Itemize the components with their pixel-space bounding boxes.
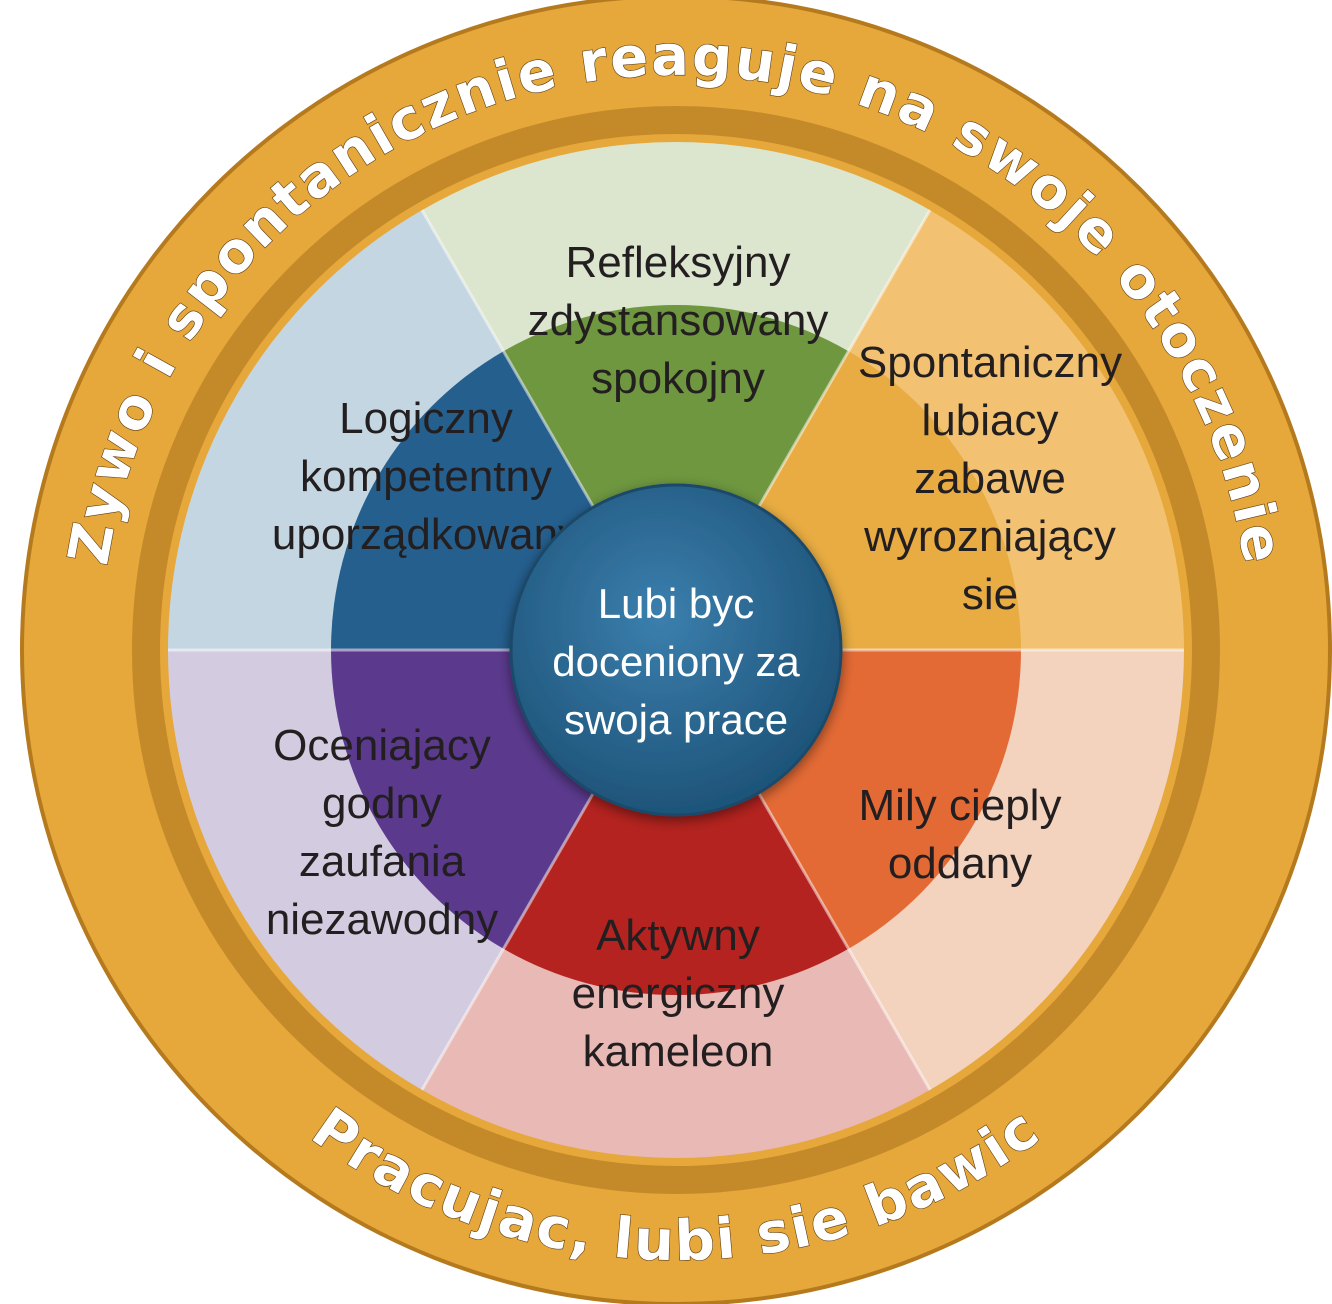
- outer-ring-inner-edge: [132, 106, 1220, 1194]
- segment-label-line: oddany: [888, 839, 1032, 888]
- center-label-line: Lubi byc: [598, 580, 754, 627]
- segment-label-line: niezawodny: [266, 895, 498, 944]
- segment-label-blue: Logiczny kompetentny uporządkowany: [272, 394, 580, 559]
- center-label-line: doceniony za: [552, 638, 800, 685]
- center-label: Lubi byc doceniony za swoja prace: [552, 580, 800, 743]
- center-label-line: swoja prace: [564, 696, 788, 743]
- segment-label-line: kompetentny: [300, 452, 552, 501]
- segment-inner-red: [503, 650, 849, 996]
- segment-label-line: Refleksyjny: [566, 238, 791, 287]
- segment-label-orange: Mily cieply oddany: [859, 781, 1062, 888]
- segment-label-line: lubiacy: [922, 396, 1059, 445]
- center-hub: [509, 483, 843, 817]
- segment-label-line: Aktywny: [596, 911, 760, 960]
- segment-label-line: kameleon: [583, 1027, 774, 1076]
- segment-label-yellow: Spontaniczny lubiacy zabawe wyrozniający sie: [858, 338, 1122, 619]
- segment-labels: Refleksyjny zdystansowany spokojny Spontani…: [266, 238, 1122, 1076]
- segment-inner-green: [503, 304, 849, 650]
- segment-label-red: Aktywny energiczny kameleon: [572, 911, 785, 1076]
- segment-label-line: zabawe: [914, 454, 1066, 503]
- segment-label-line: energiczny: [572, 969, 785, 1018]
- segment-label-line: Oceniajacy: [273, 721, 491, 770]
- segment-label-line: godny: [322, 779, 442, 828]
- segment-label-line: uporządkowany: [272, 510, 580, 559]
- segment-label-line: Mily cieply: [859, 781, 1062, 830]
- segment-label-line: spokojny: [591, 354, 765, 403]
- segment-label-line: wyrozniający: [863, 512, 1116, 561]
- segment-label-line: zdystansowany: [528, 296, 829, 345]
- segment-label-green: Refleksyjny zdystansowany spokojny: [528, 238, 829, 403]
- segment-label-line: zaufania: [299, 837, 466, 886]
- segment-label-line: Logiczny: [339, 394, 513, 443]
- segment-label-purple: Oceniajacy godny zaufania niezawodny: [266, 721, 498, 944]
- segment-label-line: Spontaniczny: [858, 338, 1122, 387]
- segment-label-line: sie: [962, 570, 1018, 619]
